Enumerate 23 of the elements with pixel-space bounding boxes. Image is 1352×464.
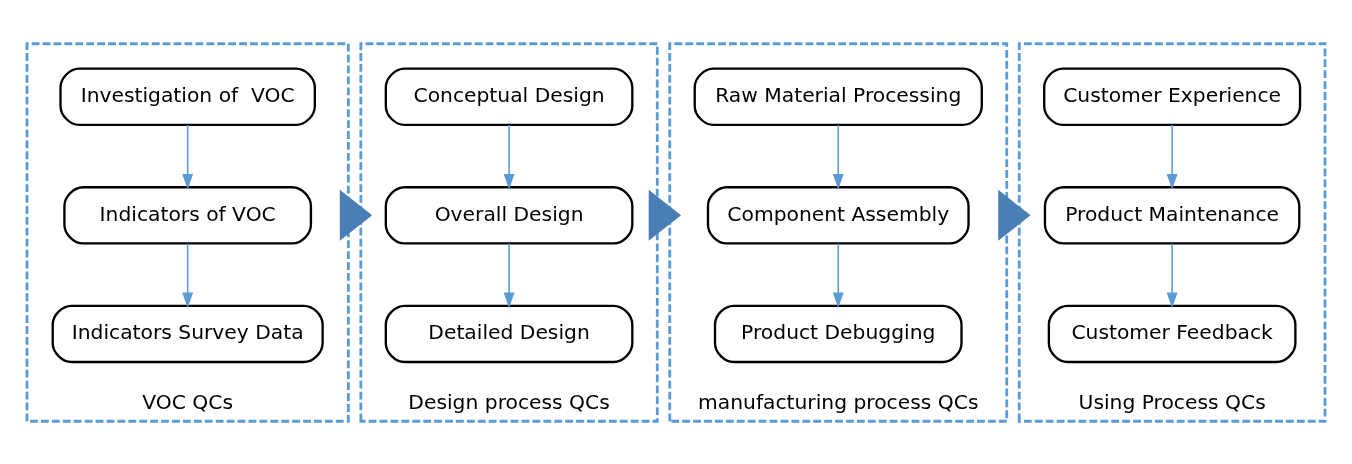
- node-box: Raw Material Processing: [693, 67, 983, 126]
- arrow: [503, 242, 515, 308]
- arrow: [648, 189, 682, 241]
- arrow: [182, 242, 194, 308]
- node-box: Product Debugging: [713, 304, 963, 363]
- arrow: [182, 123, 194, 189]
- node-box: Indicators Survey Data: [51, 304, 324, 363]
- arrow: [998, 189, 1031, 241]
- node-box: Product Maintenance: [1043, 185, 1301, 245]
- node-box: Customer Feedback: [1047, 304, 1297, 363]
- node-box: Customer Experience: [1043, 67, 1302, 126]
- arrow: [1166, 242, 1178, 308]
- arrow: [832, 123, 844, 189]
- node-box: Investigation of VOC: [59, 67, 316, 126]
- node-box: Indicators of VOC: [63, 185, 313, 245]
- arrow: [1166, 123, 1178, 189]
- node-box: Conceptual Design: [384, 67, 634, 126]
- arrow: [832, 242, 844, 308]
- node-box: Overall Design: [384, 185, 634, 245]
- arrow: [503, 123, 515, 189]
- node-box: Component Assembly: [706, 185, 970, 245]
- arrow: [339, 189, 373, 241]
- node-box: Detailed Design: [384, 304, 634, 363]
